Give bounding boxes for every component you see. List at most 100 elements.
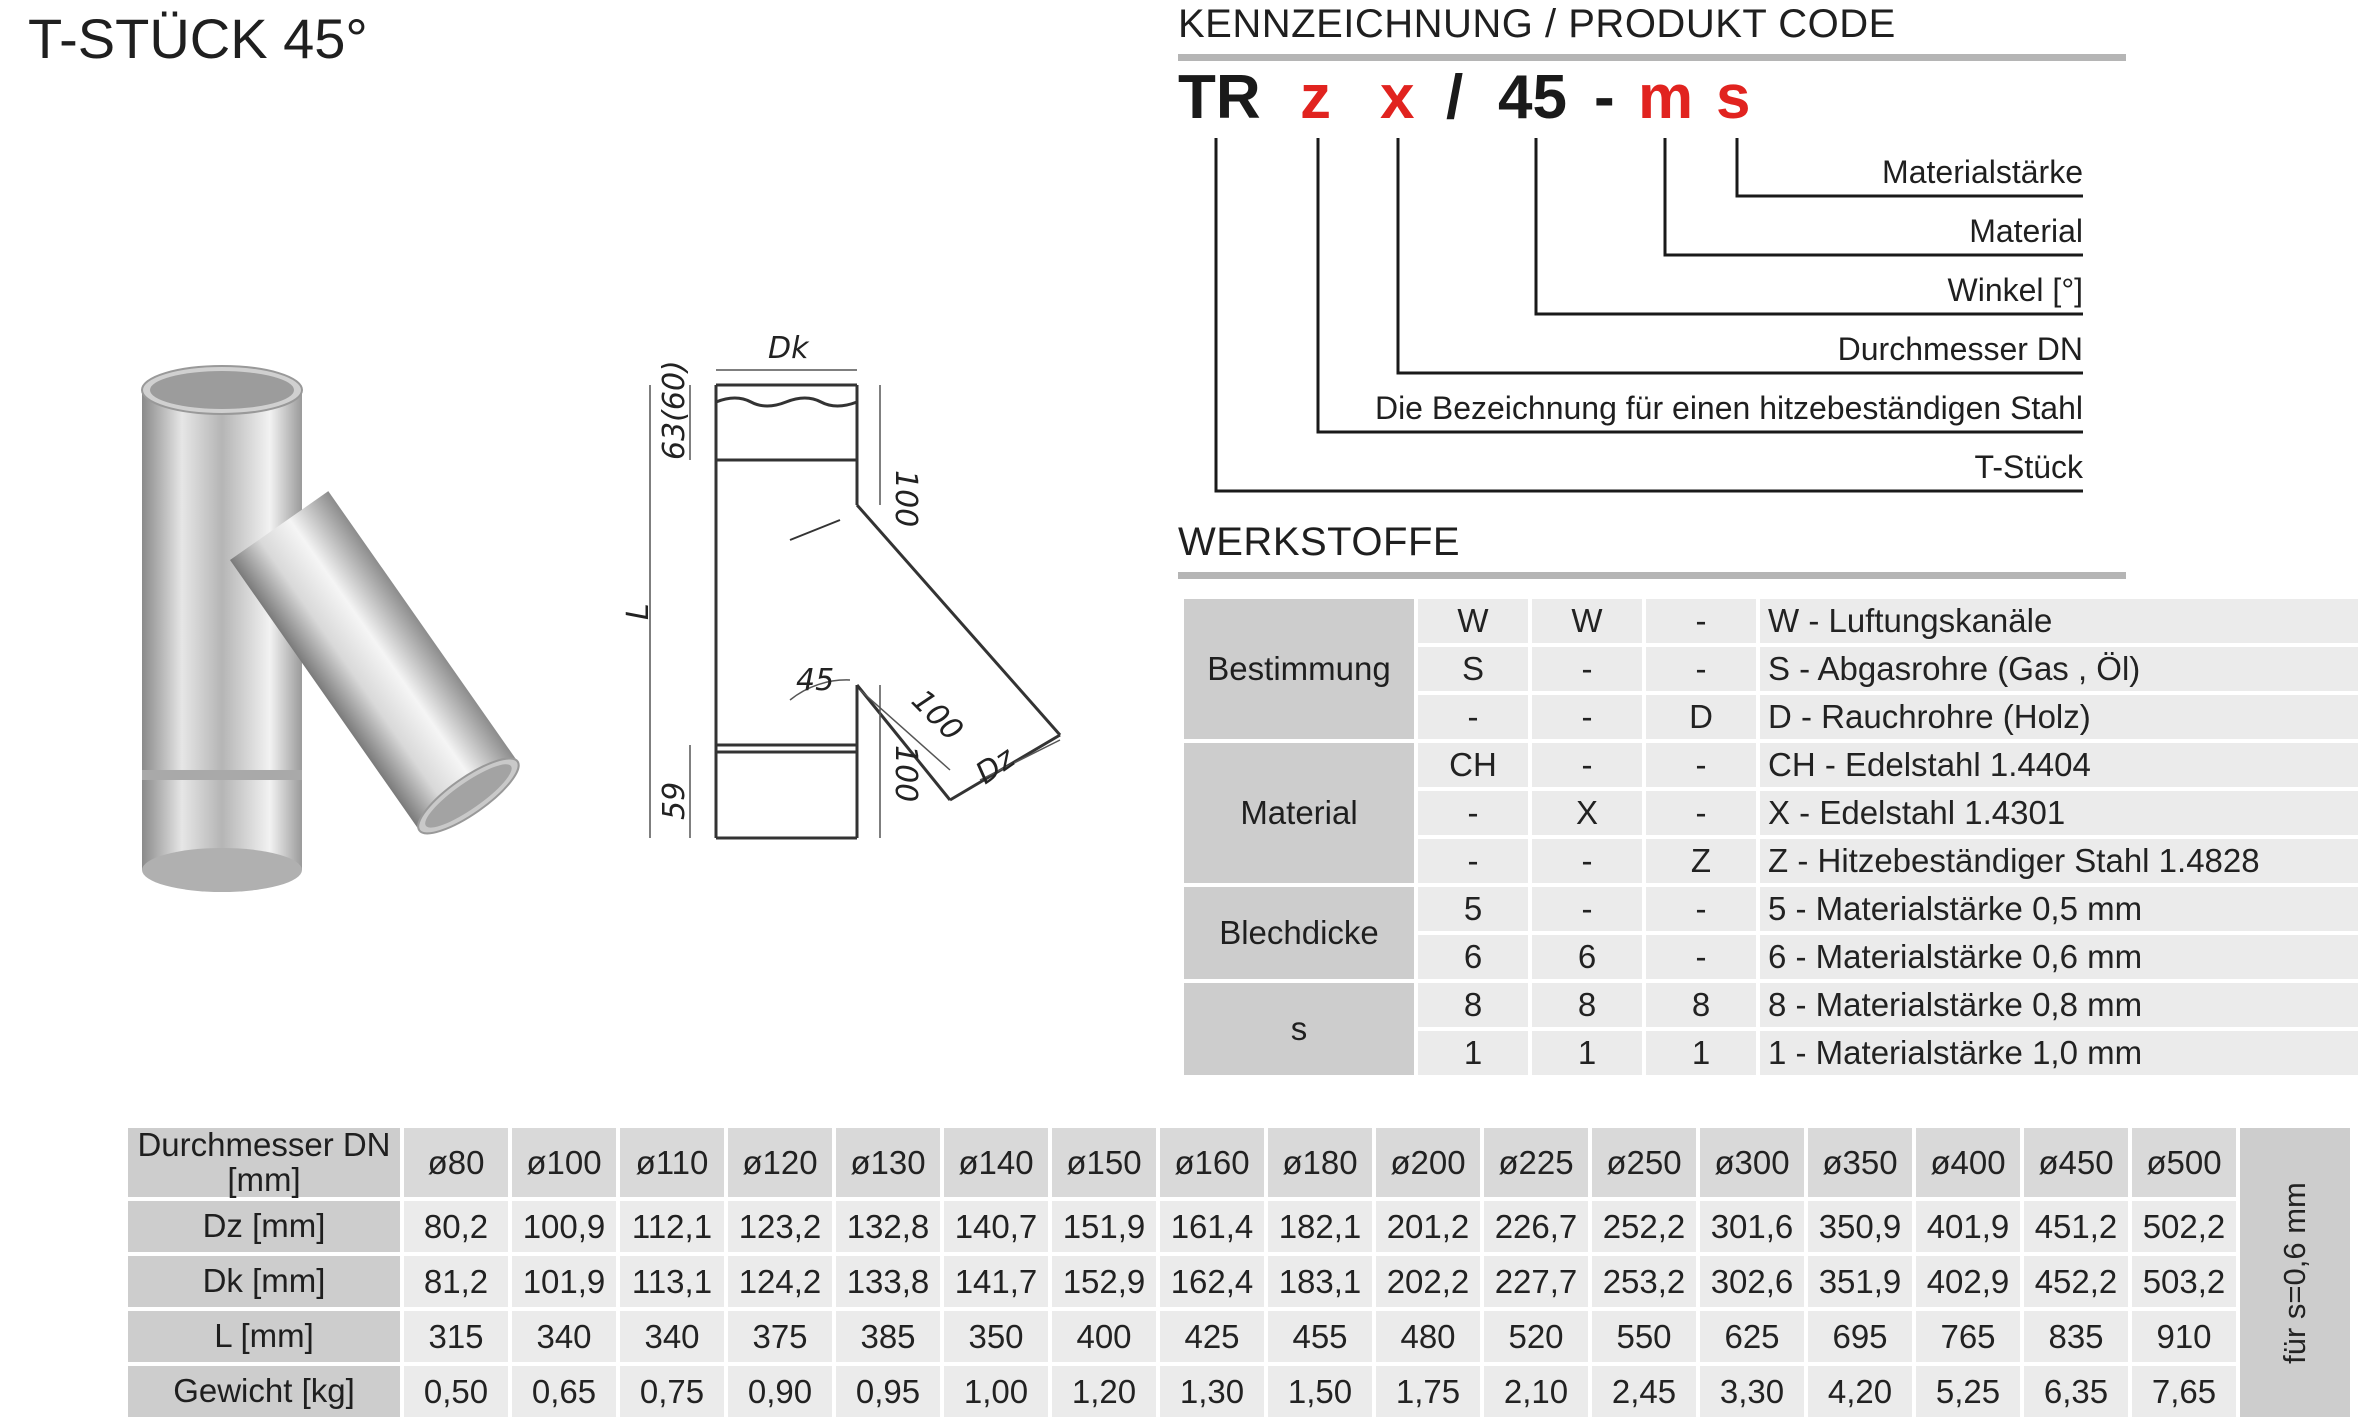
table-cell: ø300 [1696,1123,1808,1202]
dim-dz: Dz [768,838,808,840]
table-cell: - [1528,691,1646,743]
table-cell: X [1528,787,1646,839]
table-cell: S - Abgasrohre (Gas , Öl) [1756,643,2362,695]
table-cell: 5 [1414,883,1532,935]
table-cell: CH - Edelstahl 1.4404 [1756,739,2362,791]
table-cell: ø80 [400,1123,512,1202]
table-cell: 6,35 [2020,1362,2132,1421]
legend-t-stueck: T-Stück [1974,449,2083,485]
table-cell: 695 [1804,1307,1916,1367]
table-cell: 162,4 [1156,1252,1268,1312]
table-cell: - [1642,643,1760,695]
table-cell: 101,9 [508,1252,620,1312]
table-cell: 502,2 [2128,1197,2240,1257]
table-cell: 151,9 [1048,1197,1160,1257]
legend-material: Material [1969,213,2083,249]
row-header: L [mm] [124,1307,404,1367]
table-cell: W - Luftungskanäle [1756,595,2362,647]
row-header: Durchmesser DN [mm] [124,1123,404,1202]
table-cell: - [1528,883,1646,935]
code-45: 45 [1498,63,1567,132]
table-row: S - - S - Abgasrohre (Gas , Öl) [1182,643,2362,695]
table-cell: D [1642,691,1760,743]
table-cell: 6 [1528,931,1646,983]
legend-durchmesser: Durchmesser DN [1837,331,2083,367]
table-cell: 1 [1528,1027,1646,1079]
table-cell: - [1528,643,1646,695]
werkstoffe-divider [1178,572,2126,579]
table-cell: 402,9 [1912,1252,2024,1312]
side-note: für s=0,6 mm [2277,1181,2312,1364]
table-cell: 112,1 [616,1197,728,1257]
table-cell: 351,9 [1804,1252,1916,1312]
table-cell: 253,2 [1588,1252,1700,1312]
table-cell: 182,1 [1264,1197,1376,1257]
code-x: x [1380,63,1415,132]
table-cell: 520 [1480,1307,1592,1367]
table-row: - - Z Z - Hitzebeständiger Stahl 1.4828 [1182,835,2362,887]
table-cell: 3,30 [1696,1362,1808,1421]
table-cell: 6 [1414,931,1532,983]
table-cell: 451,2 [2020,1197,2132,1257]
table-cell: 124,2 [724,1252,836,1312]
group-label: Bestimmung [1180,595,1418,743]
technical-drawing: Dk Dz L 63(60) 100 100 100 59 45 Dz [621,331,1062,840]
table-cell: 480 [1372,1307,1484,1367]
table-cell: ø500 [2128,1123,2240,1202]
kennzeichnung-divider [1178,54,2126,61]
code-legend-lines [1214,138,2083,493]
table-cell: 81,2 [400,1252,512,1312]
dim-dk: Dk [768,331,810,366]
table-cell: 113,1 [616,1252,728,1312]
table-cell: 550 [1588,1307,1700,1367]
table-cell: 452,2 [2020,1252,2132,1312]
table-cell: 625 [1696,1307,1808,1367]
table-cell: 1 [1642,1027,1760,1079]
table-cell: CH [1414,739,1532,791]
table-cell: D - Rauchrohre (Holz) [1756,691,2362,743]
table-row: Bestimmung W W - W - Luftungskanäle [1180,595,2362,743]
table-cell: 375 [724,1307,836,1367]
table-cell: 161,4 [1156,1197,1268,1257]
table-row: - - D D - Rauchrohre (Holz) [1182,691,2362,743]
dim-angle: 45 [796,663,834,698]
table-cell: 183,1 [1264,1252,1376,1312]
table-row: 1 1 1 1 - Materialstärke 1,0 mm [1182,1027,2362,1079]
code-s: s [1716,63,1751,132]
table-cell: 201,2 [1372,1197,1484,1257]
table-cell: ø160 [1156,1123,1268,1202]
table-cell: 910 [2128,1307,2240,1367]
table-cell: - [1642,595,1760,647]
legend-stahl: Die Bezeichnung für einen hitzebeständig… [1374,390,2083,426]
table-cell: Z - Hitzebeständiger Stahl 1.4828 [1756,835,2362,887]
table-cell: 4,20 [1804,1362,1916,1421]
code-dash: - [1594,63,1615,132]
table-cell: 425 [1156,1307,1268,1367]
table-cell: 0,50 [400,1362,512,1421]
table-cell: 340 [616,1307,728,1367]
table-cell: 1,20 [1048,1362,1160,1421]
table-cell: Z [1642,835,1760,887]
table-cell: 1,75 [1372,1362,1484,1421]
werkstoffe-table: Bestimmung W W - W - Luftungskanäle S - … [1180,595,2362,1079]
legend-winkel: Winkel [°] [1947,272,2083,308]
table-cell: ø120 [724,1123,836,1202]
table-cell: - [1642,883,1760,935]
group-label: Material [1180,739,1418,887]
table-cell: ø150 [1048,1123,1160,1202]
table-cell: 400 [1048,1307,1160,1367]
code-slash: / [1446,63,1464,132]
table-cell: ø250 [1588,1123,1700,1202]
dim-59: 59 [657,782,692,820]
table-row: Blechdicke 5 - - 5 - Materialstärke 0,5 … [1180,883,2362,983]
table-cell: 301,6 [1696,1197,1808,1257]
dim-l: L [621,603,656,620]
table-cell: 385 [832,1307,944,1367]
table-cell: ø400 [1912,1123,2024,1202]
